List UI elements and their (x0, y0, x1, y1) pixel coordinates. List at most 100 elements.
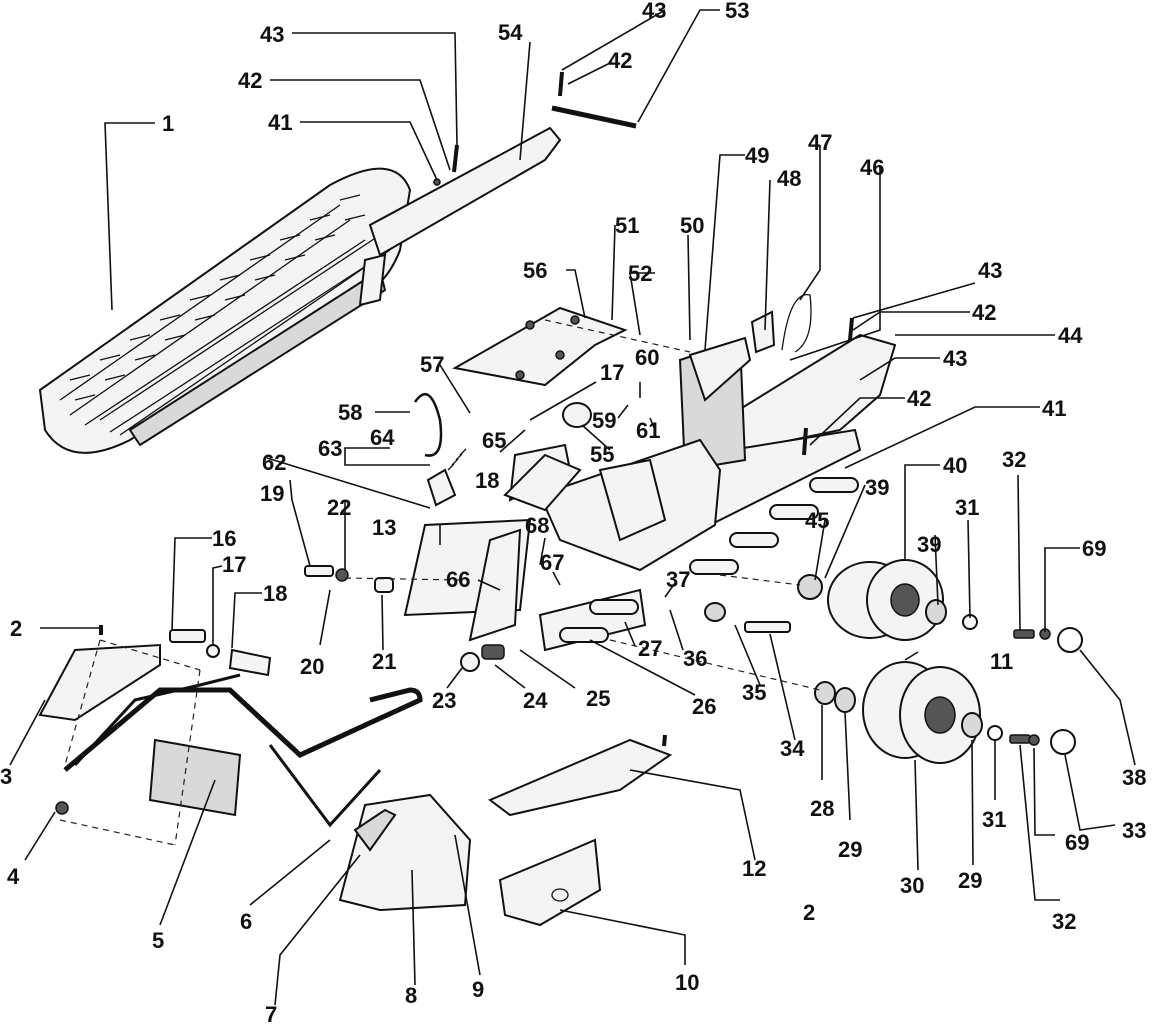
label-66: 66 (446, 567, 470, 592)
label-4: 4 (7, 864, 20, 889)
label-2: 2 (10, 616, 22, 641)
part-top-plate (452, 306, 628, 387)
part-screws (55, 71, 854, 815)
label-29b: 29 (958, 868, 982, 893)
part-track (38, 167, 412, 454)
part-guard (338, 793, 472, 912)
label-50: 50 (680, 213, 704, 238)
label-40: 40 (943, 453, 967, 478)
label-21: 21 (372, 649, 396, 674)
label-33: 33 (1122, 818, 1146, 843)
label-55: 55 (590, 442, 614, 467)
part-small-hardware (1009, 627, 1083, 755)
label-62: 62 (262, 450, 286, 475)
label-42c: 42 (972, 300, 996, 325)
part-knob (562, 402, 592, 428)
label-57: 57 (420, 352, 444, 377)
label-45: 45 (805, 508, 829, 533)
label-24: 24 (523, 688, 548, 713)
label-48: 48 (777, 166, 801, 191)
label-9: 9 (472, 977, 484, 1002)
label-63: 63 (318, 436, 342, 461)
label-3: 3 (0, 764, 12, 789)
label-46: 46 (860, 155, 884, 180)
leader-lines (9, 9, 1136, 1006)
label-2b: 2 (803, 900, 815, 925)
label-17b: 17 (600, 360, 624, 385)
label-54: 54 (498, 20, 523, 45)
label-31b: 31 (982, 807, 1006, 832)
label-39b: 39 (917, 532, 941, 557)
part-plates (403, 518, 532, 642)
label-43b: 43 (642, 0, 666, 23)
part-cover (498, 838, 602, 927)
label-34: 34 (780, 736, 805, 761)
part-bracket (503, 453, 582, 512)
label-17: 17 (222, 552, 246, 577)
part-bolt-34 (704, 602, 791, 633)
label-1: 1 (162, 111, 174, 136)
label-29a: 29 (838, 837, 862, 862)
label-31a: 31 (955, 495, 979, 520)
label-41b: 41 (1042, 396, 1066, 421)
part-upright (688, 294, 812, 402)
label-41a: 41 (268, 110, 292, 135)
part-main-frame (508, 333, 897, 652)
label-10: 10 (675, 970, 699, 995)
label-42d: 42 (907, 386, 931, 411)
label-32b: 32 (1052, 909, 1076, 934)
label-67: 67 (540, 550, 564, 575)
label-27: 27 (638, 636, 662, 661)
label-43d: 43 (943, 346, 967, 371)
label-18: 18 (263, 581, 287, 606)
label-69b: 69 (1065, 830, 1089, 855)
label-69a: 69 (1082, 536, 1106, 561)
label-26: 26 (692, 694, 716, 719)
label-38: 38 (1122, 765, 1146, 790)
label-23: 23 (432, 688, 456, 713)
label-49: 49 (745, 143, 769, 168)
label-28: 28 (810, 796, 834, 821)
label-47: 47 (808, 130, 832, 155)
label-43c: 43 (978, 258, 1002, 283)
part-wheel-lower (814, 661, 1003, 764)
label-42a: 42 (238, 68, 262, 93)
part-bumper (38, 643, 423, 828)
part-plate-12 (488, 738, 673, 817)
label-6: 6 (240, 909, 252, 934)
label-7: 7 (265, 1002, 277, 1024)
label-11: 11 (990, 649, 1013, 674)
label-30: 30 (900, 873, 924, 898)
label-13: 13 (372, 515, 396, 540)
label-18b: 18 (475, 468, 499, 493)
label-12: 12 (742, 856, 766, 881)
part-rod (551, 105, 637, 129)
part-wire (413, 392, 467, 507)
label-52: 52 (628, 261, 652, 286)
label-5: 5 (152, 928, 164, 953)
label-32a: 32 (1002, 447, 1026, 472)
label-8: 8 (405, 983, 417, 1008)
label-61: 61 (636, 418, 660, 443)
label-22: 22 (327, 495, 351, 520)
label-19: 19 (260, 481, 284, 506)
assembly-lines (59, 319, 821, 846)
label-68: 68 (525, 513, 549, 538)
label-44: 44 (1058, 323, 1083, 348)
label-43a: 43 (260, 22, 284, 47)
label-53: 53 (725, 0, 749, 23)
label-39a: 39 (865, 475, 889, 500)
part-bolt-16 (169, 629, 272, 677)
part-pin-23 (460, 644, 505, 672)
label-60: 60 (635, 345, 659, 370)
label-36: 36 (683, 646, 707, 671)
label-59: 59 (592, 408, 616, 433)
part-side-bar (358, 126, 562, 307)
label-16: 16 (212, 526, 236, 551)
label-51: 51 (615, 213, 639, 238)
label-20: 20 (300, 654, 324, 679)
part-wheel-upper (797, 559, 978, 641)
label-42b: 42 (608, 48, 632, 73)
label-37: 37 (666, 567, 690, 592)
